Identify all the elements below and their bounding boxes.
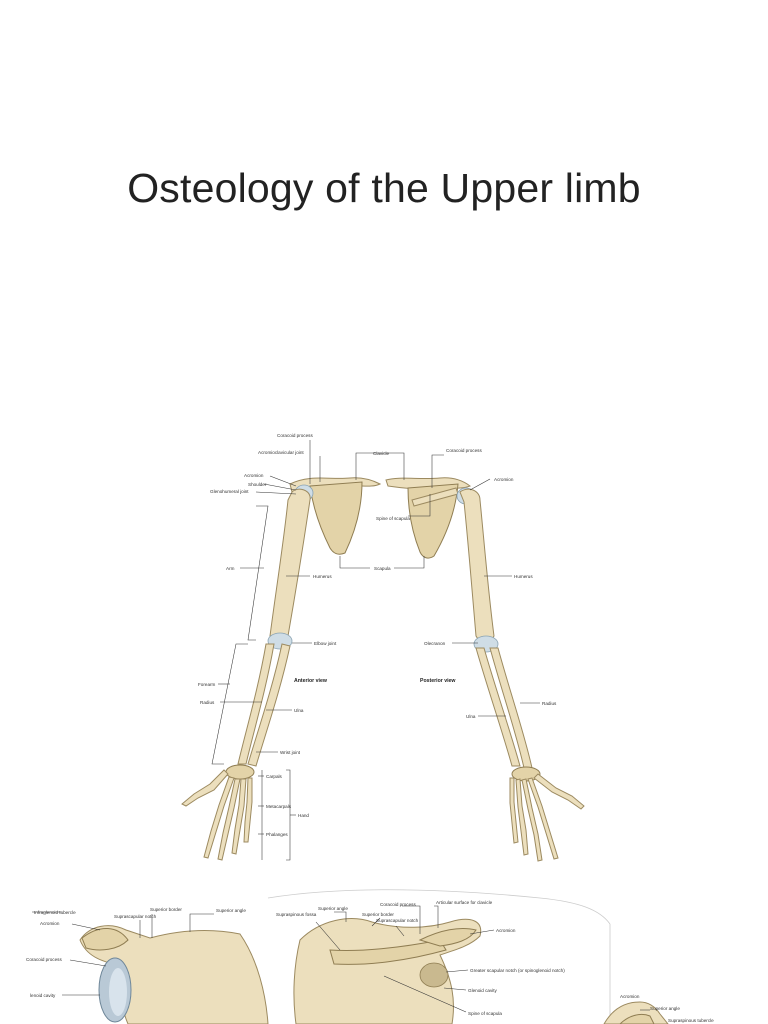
scapula-posterior-illustration (293, 918, 482, 1024)
label-suprascapular-notch-a: Suprascapular notch (114, 914, 157, 919)
label-glenohumeral-joint: Glenohumeral joint (210, 489, 249, 494)
label-suprascapular-notch-b: Suprascapular notch (376, 918, 419, 923)
label-carpals: Carpals (266, 774, 283, 779)
label-superior-angle-c: Superior angle (650, 1006, 680, 1011)
label-spine-of-scapula-b: Spine of scapula (468, 1011, 502, 1016)
label-radius-right: Radius (542, 701, 557, 706)
label-spine-of-scapula: Spine of scapula (376, 516, 410, 521)
anterior-limb-illustration (181, 477, 382, 861)
label-acromion-left: Acromion (244, 473, 264, 478)
label-ulna-right: Ulna (466, 714, 476, 719)
label-acromion-a: Acromion (40, 921, 60, 926)
label-arm: Arm (226, 566, 235, 571)
label-greater-scapular-notch: Greater scapular notch (or spinoglenoid … (470, 968, 565, 973)
label-supraspinous-tubercle: Supraspinous tubercle (668, 1018, 714, 1023)
label-clavicle: Clavicle (373, 451, 390, 456)
label-acromioclavicular-joint: Acromioclavicular joint (258, 450, 304, 455)
label-ulna-left: Ulna (294, 708, 304, 713)
top-figure-labels: Coracoid process Acromioclavicular joint… (198, 433, 557, 837)
label-superior-angle-b: Superior angle (318, 906, 348, 911)
label-coracoid-process-left: Coracoid process (277, 433, 313, 438)
label-acromion-right: Acromion (494, 477, 514, 482)
label-olecranon: Olecranon (424, 641, 446, 646)
label-superior-border-a: Superior border (150, 907, 182, 912)
label-coracoid-process-a: Coracoid process (26, 957, 62, 962)
label-shoulder: Shoulder (248, 482, 267, 487)
label-forearm: Forearm (198, 682, 216, 687)
label-phalanges: Phalanges (266, 832, 288, 837)
scapula-figure-labels: Infraglenoid tubercle Acromion Superior … (26, 900, 714, 1023)
label-wrist-joint: Wrist joint (280, 750, 301, 755)
label-superior-border-b: Superior border (362, 912, 394, 917)
slide-title: Osteology of the Upper limb (127, 165, 641, 211)
scapula-figures (32, 889, 669, 1024)
scapula-lateral-illustration (79, 925, 269, 1024)
label-scapula: Scapula (374, 566, 391, 571)
label-humerus-right: Humerus (514, 574, 533, 579)
label-hand: Hand (298, 813, 309, 818)
label-radius-left: Radius (200, 700, 215, 705)
label-metacarpals: Metacarpals (266, 804, 292, 809)
label-glenoid-cavity-a: lenoid cavity (30, 993, 56, 998)
label-coracoid-process-b: Coracoid process (380, 902, 416, 907)
label-humerus-left: Humerus (313, 574, 332, 579)
label-glenoid-cavity-b: Glenoid cavity (468, 988, 498, 993)
label-superior-angle-a: Superior angle (216, 908, 246, 913)
label-posterior-view: Posterior view (420, 678, 456, 684)
label-acromion-c: Acromion (620, 994, 640, 999)
label-supraspinous-fossa: Supraspinous fossa (276, 912, 317, 917)
label-infraglenoid-tubercle: Infraglenoid tubercle (34, 910, 76, 915)
posterior-limb-illustration (385, 477, 585, 862)
label-acromion-b: Acromion (496, 928, 516, 933)
label-elbow-joint: Elbow joint (314, 641, 337, 646)
label-anterior-view: Anterior view (294, 678, 328, 684)
scapula-partial-illustration (603, 1001, 669, 1024)
top-figure-leader-lines (211, 440, 540, 861)
label-coracoid-process-right: Coracoid process (446, 448, 482, 453)
label-articular-surface: Articular surface for clavicle (436, 900, 493, 905)
